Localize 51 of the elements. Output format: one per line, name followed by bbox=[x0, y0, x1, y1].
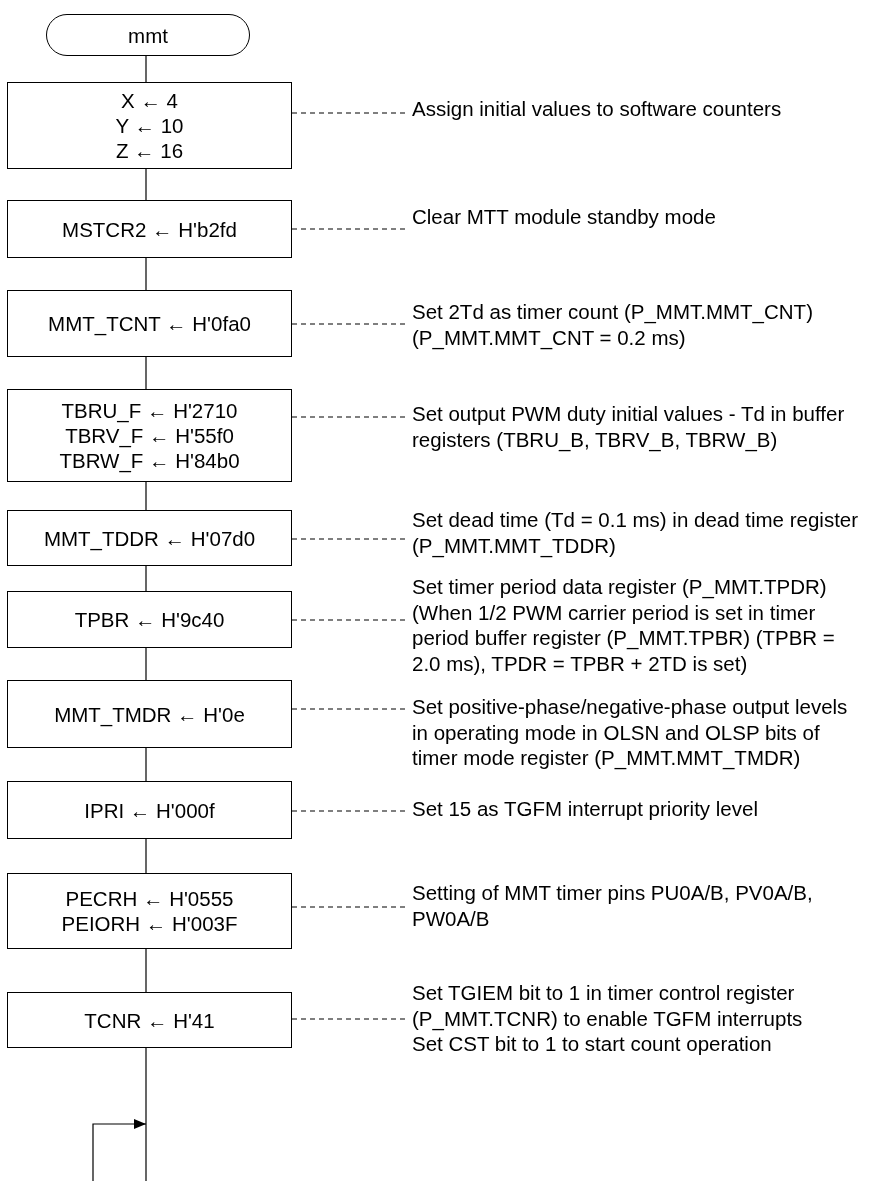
process-box bbox=[7, 200, 292, 258]
annotation-text: Set output PWM duty initial values - Td in buffer registers (TBRU_B, TBRV_B, TBRW_B) bbox=[412, 401, 846, 452]
statement-text: TCNR ← H'41 bbox=[84, 1007, 215, 1033]
flow-line bbox=[145, 1047, 147, 1181]
process-box bbox=[7, 680, 292, 748]
box-text: mmt bbox=[128, 22, 168, 48]
statement-text: MMT_TCNT ← H'0fa0 bbox=[48, 311, 251, 336]
statement-text: MMT_TDDR ← H'07d0 bbox=[43, 525, 256, 551]
annotation-text: Set 15 as TGFM interrupt priority level bbox=[412, 796, 759, 822]
statement-text: PEIORH ← H'003F bbox=[61, 911, 238, 936]
process-box bbox=[7, 873, 292, 949]
terminator-box bbox=[46, 14, 250, 56]
annotation-text: Set TGIEM bit to 1 in timer control register (P_MMT.TCNR) to enable TGFM interrupts bbox=[412, 980, 804, 1031]
statement-text: TBRV_F ← H'55f0 bbox=[65, 423, 234, 448]
flow-line bbox=[145, 356, 147, 390]
statement-text: TPBR ← H'9c40 bbox=[74, 607, 225, 632]
statement-text: Z ← 16 bbox=[115, 138, 184, 163]
process-box bbox=[7, 389, 292, 482]
statement-text: Y ← 10 bbox=[115, 113, 184, 138]
statement-text: IPRI ← H'000f bbox=[84, 797, 215, 823]
statement-text: MMT_TMDR ← H'0e bbox=[54, 701, 245, 727]
flow-line bbox=[145, 55, 147, 83]
flow-line bbox=[145, 948, 147, 993]
process-box bbox=[7, 591, 292, 648]
annotation-text: Set timer period data register (P_MMT.TPDR) bbox=[412, 574, 828, 600]
annotation-text: Set CST bit to 1 to start count operation bbox=[412, 1031, 773, 1057]
flow-line bbox=[145, 747, 147, 782]
annotation-text: Clear MTT module standby mode bbox=[412, 204, 717, 230]
process-box bbox=[7, 781, 292, 839]
statement-text: PECRH ← H'0555 bbox=[65, 886, 234, 911]
annotation-text: Setting of MMT timer pins PU0A/B, PV0A/B, PW0A/B bbox=[412, 880, 814, 931]
flow-line bbox=[145, 168, 147, 201]
flow-line bbox=[145, 565, 147, 592]
annotation-text: Set 2Td as timer count (P_MMT.MMT_CNT) bbox=[412, 299, 814, 325]
statement-text: MSTCR2 ← H'b2fd bbox=[62, 216, 237, 242]
flow-line bbox=[145, 257, 147, 291]
annotation-text: (P_MMT.MMT_CNT = 0.2 ms) bbox=[412, 324, 687, 350]
process-box bbox=[7, 82, 292, 169]
flow-line bbox=[145, 481, 147, 511]
statement-text: TBRW_F ← H'84b0 bbox=[59, 448, 240, 473]
process-box bbox=[7, 290, 292, 357]
statement-text: TBRU_F ← H'2710 bbox=[61, 398, 238, 423]
statement-text: X ← 4 bbox=[121, 88, 178, 113]
flow-line bbox=[145, 647, 147, 681]
flow-line bbox=[145, 838, 147, 874]
process-box bbox=[7, 992, 292, 1048]
annotation-text: Assign initial values to software counters bbox=[412, 96, 783, 122]
annotation-text: Set dead time (Td = 0.1 ms) in dead time register (P_MMT.MMT_TDDR) bbox=[412, 507, 860, 558]
process-box bbox=[7, 510, 292, 566]
annotation-text: (When 1/2 PWM carrier period is set in timer period buffer register (P_MMT.TPBR) (TPBR = 2.0 ms), TPDR = TPBR + 2TD is set) bbox=[412, 599, 836, 676]
annotation-text: Set positive-phase/negative-phase output levels in operating mode in OLSN and OLSP bits of timer mode register (P_MMT.MMT_TMDR) bbox=[412, 694, 849, 771]
